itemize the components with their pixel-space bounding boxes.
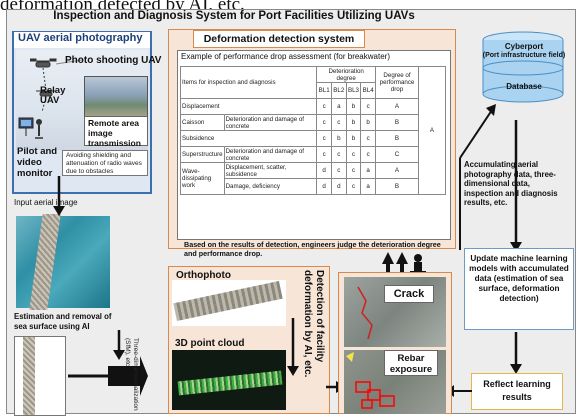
cell: c xyxy=(345,146,362,163)
breakwater-strip xyxy=(23,337,35,415)
update-ml-box: Update machine learning models with accu… xyxy=(464,248,574,330)
diagram-title: Inspection and Diagnosis System for Port… xyxy=(53,10,415,22)
cell: c xyxy=(330,114,347,131)
engineer-icon xyxy=(382,252,426,278)
three-d-label: Three-dimensionalization (SfM), etc. xyxy=(124,338,139,411)
cell: c xyxy=(360,130,376,147)
photo-uav-label: Photo shooting UAV xyxy=(65,55,162,66)
based-text: Based on the results of detection, engin… xyxy=(184,240,441,258)
point-cloud-image xyxy=(172,350,286,410)
cell: c xyxy=(330,146,347,163)
cell: c xyxy=(360,146,376,163)
performance-table-title: Example of performance drop assessment (… xyxy=(181,52,390,61)
cell: a xyxy=(360,178,376,195)
performance-table: Items for inspection and diagnosis Deter… xyxy=(179,66,446,195)
avoid-note: Avoiding shielding and attenuation of ra… xyxy=(62,150,148,176)
items-header: Items for inspection and diagnosis xyxy=(179,66,318,99)
point-cloud-label: 3D point cloud xyxy=(171,337,287,350)
cell: d xyxy=(316,178,332,195)
deterioration-header: Deterioration degree xyxy=(316,66,376,83)
cell: c xyxy=(316,98,332,115)
aerial-image xyxy=(16,216,110,308)
detection-vertical-label: Detection of facility deformation by AI,… xyxy=(302,270,325,378)
uav-photography-title: UAV aerial photography xyxy=(14,32,150,48)
reflect-learning-box: Reflect learning results xyxy=(471,373,563,410)
cell: b xyxy=(345,114,362,131)
perf-cell: B xyxy=(375,178,419,195)
cloud-strip xyxy=(177,370,283,396)
orthophoto-label: Orthophoto xyxy=(176,270,231,281)
input-aerial-label: Input aerial image xyxy=(14,198,78,207)
row-group: Caisson xyxy=(180,114,225,131)
row-item: Deterioration and damage of concrete xyxy=(223,114,318,131)
overall-grade: A xyxy=(418,66,446,195)
perf-cell: B xyxy=(375,130,419,147)
row-group: Subsidence xyxy=(179,130,318,147)
cell: c xyxy=(316,130,332,147)
remote-line-1: Remote area image xyxy=(88,118,140,138)
cell: c xyxy=(345,178,362,195)
bl-header: BL4 xyxy=(360,82,376,99)
row-item: Damage, deficiency xyxy=(223,178,318,195)
cell: a xyxy=(330,98,347,115)
perf-cell: C xyxy=(375,146,419,163)
rebar-detection-boxes xyxy=(346,352,395,409)
cell: b xyxy=(345,98,362,115)
bl-header: BL1 xyxy=(316,82,332,99)
row-group: Wave-dissipating work xyxy=(180,162,225,195)
ortho-to-3d-arrow xyxy=(287,318,299,376)
row-item: Displacement, scatter, subsidence xyxy=(223,162,318,179)
deformation-detection-title: Deformation detection system xyxy=(193,30,365,48)
estimation-label: Estimation and removal of sea surface us… xyxy=(14,312,112,331)
pilot-monitor-icon xyxy=(18,117,43,139)
cell: d xyxy=(316,162,332,179)
cell: d xyxy=(330,178,347,195)
cell: c xyxy=(360,98,376,115)
database-label: Database xyxy=(506,82,542,91)
cell: c xyxy=(316,114,332,131)
pilot-label: Pilot and video monitor xyxy=(17,146,58,179)
ortho-breakwater xyxy=(173,280,283,322)
row-item: Deterioration and damage of concrete xyxy=(223,146,318,163)
crack-label: Crack xyxy=(384,285,434,303)
flow-arrows xyxy=(459,104,522,374)
cell: b xyxy=(360,114,376,131)
cell: c xyxy=(330,162,347,179)
cell: c xyxy=(345,162,362,179)
cell: c xyxy=(316,146,332,163)
relay-uav-label: Relay UAV xyxy=(40,85,66,106)
cell: a xyxy=(360,162,376,179)
accumulating-text: Accumulating aerial photography data, th… xyxy=(464,160,558,207)
drone-icon xyxy=(30,58,83,113)
orthophoto-image xyxy=(172,280,286,326)
bl-header: BL3 xyxy=(345,82,362,99)
down-arrow-icon xyxy=(53,176,65,216)
perf-header: Degree of performance drop xyxy=(375,66,419,99)
cell: b xyxy=(330,130,347,147)
crack-line xyxy=(357,286,373,340)
row-group: Superstructure xyxy=(180,146,225,163)
down-arrow-2-icon xyxy=(113,330,125,360)
cyberport-name: Cyberport xyxy=(504,42,544,51)
removed-sea-image xyxy=(14,336,66,416)
row-group: Displacement xyxy=(179,98,318,115)
cell: b xyxy=(345,130,362,147)
cyberport-database-icon xyxy=(482,31,564,103)
remote-transmission-box: Remote area image transmission system xyxy=(84,116,148,158)
perf-cell: A xyxy=(375,162,419,179)
rebar-label: Rebar exposure xyxy=(384,350,438,376)
cyberport-subtitle: (Port infrastructure field) xyxy=(482,52,566,59)
perf-cell: A xyxy=(375,98,419,115)
bl-header: BL2 xyxy=(330,82,347,99)
perf-cell: B xyxy=(375,114,419,131)
beach-photo xyxy=(84,76,148,118)
three-d-arrow-icon xyxy=(68,356,148,396)
